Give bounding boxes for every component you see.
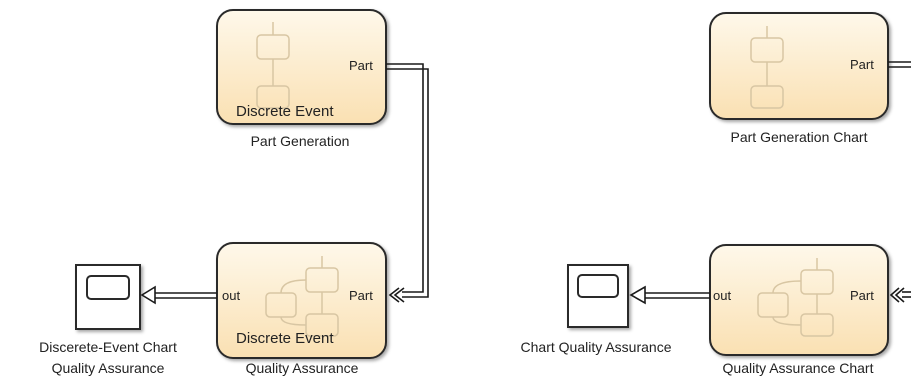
stateflow-icon (750, 26, 784, 109)
scope-right-label: Chart Quality Assurance (520, 339, 672, 355)
block-name-part-generation-chart: Part Generation Chart (730, 129, 868, 145)
scope-right[interactable] (567, 264, 629, 328)
quality-assurance-chart-block[interactable] (709, 244, 889, 356)
connector-part-generation-to-qa[interactable] (386, 59, 429, 298)
arrow-in-part-qa (388, 287, 405, 303)
port-label-part-in: Part (349, 288, 373, 303)
arrow-in-scope-right (629, 285, 646, 305)
port-label-part-out: Part (349, 58, 373, 73)
block-name-quality-assurance: Quality Assurance (245, 360, 359, 376)
scope-left-label-line2: Quality Assurance (51, 360, 165, 376)
part-generation-block[interactable] (216, 9, 387, 125)
arrow-in-scope-left (140, 285, 156, 305)
connector-qa-to-scope-left[interactable] (155, 292, 217, 299)
port-label-part-in: Part (850, 288, 874, 303)
part-generation-chart-block[interactable] (709, 12, 889, 120)
stateflow-icon (265, 256, 339, 337)
block-name-part-generation: Part Generation (250, 133, 350, 149)
port-label-out: out (713, 288, 732, 303)
block-subtitle: Discrete Event (236, 330, 334, 347)
connector-part-generation-chart-out[interactable] (888, 61, 911, 68)
port-label-part-out: Part (850, 57, 874, 72)
connector-qa-chart-to-scope-right[interactable] (645, 292, 710, 299)
arrow-in-part-qa-chart (889, 287, 905, 303)
block-subtitle: Discrete Event (236, 103, 334, 120)
port-label-out: out (222, 288, 241, 303)
block-name-quality-assurance-chart: Quality Assurance Chart (722, 360, 874, 376)
stateflow-icon (757, 258, 834, 337)
scope-left-label-line1: Discerete-Event Chart (39, 339, 177, 355)
scope-left[interactable] (75, 264, 141, 330)
connector-into-qa-chart[interactable] (902, 291, 911, 298)
quality-assurance-block[interactable] (216, 242, 387, 359)
stateflow-icon (256, 22, 290, 109)
